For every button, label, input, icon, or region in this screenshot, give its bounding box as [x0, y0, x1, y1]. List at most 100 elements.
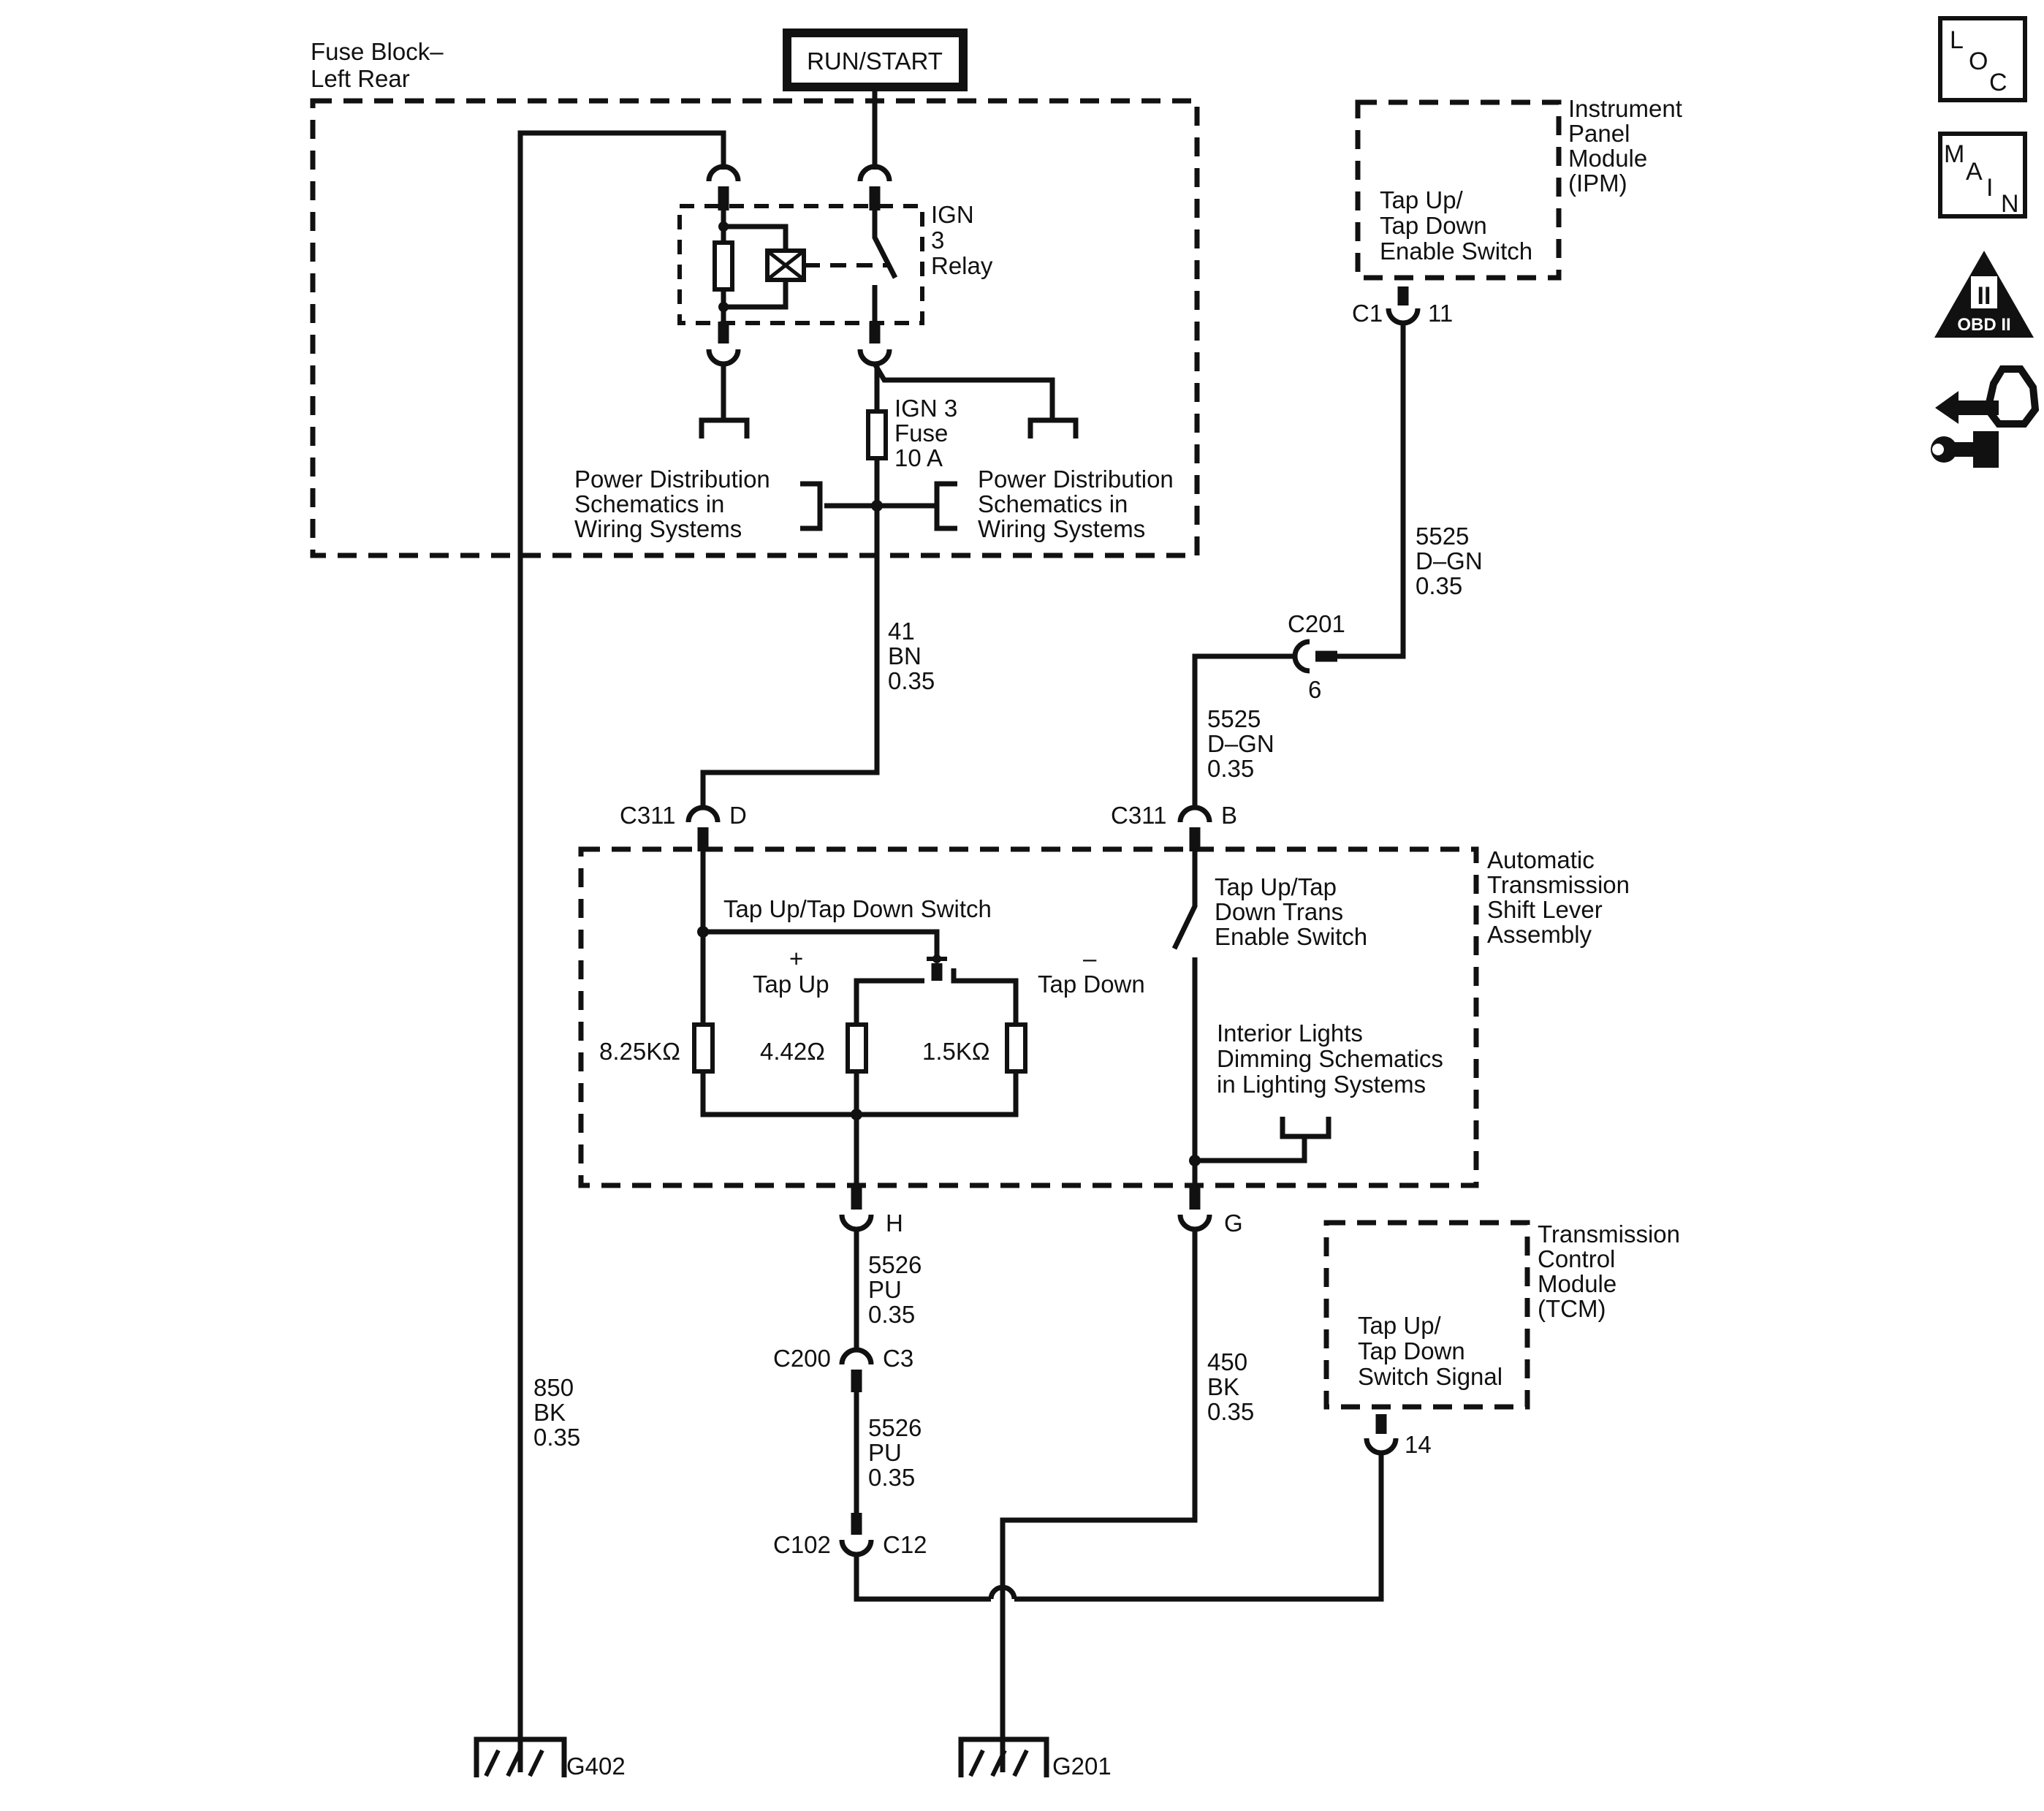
obd-ii-icon[interactable]: II OBD II: [1934, 251, 2034, 338]
pd-right-top-bracket: [1027, 417, 1079, 438]
tap-up-plus: +: [789, 945, 803, 972]
c311-d-pin-label: D: [729, 802, 747, 829]
pin-g-label: G: [1224, 1210, 1243, 1237]
svg-text:0.35: 0.35: [868, 1301, 915, 1328]
svg-text:BK: BK: [1207, 1373, 1239, 1400]
c102-connector: [839, 1539, 874, 1557]
svg-text:41: 41: [888, 618, 915, 645]
ground-g201-label: G201: [1052, 1753, 1112, 1780]
svg-text:450: 450: [1207, 1348, 1247, 1375]
enable-switch: [1171, 851, 1198, 950]
svg-text:Instrument: Instrument: [1568, 95, 1682, 122]
svg-text:0.35: 0.35: [1416, 572, 1462, 599]
svg-text:Tap Up/: Tap Up/: [1358, 1312, 1442, 1339]
svg-text:Tap Up/Tap: Tap Up/Tap: [1215, 873, 1337, 900]
relay-left-top-terminal: [706, 164, 741, 182]
svg-text:Dimming Schematics: Dimming Schematics: [1217, 1045, 1443, 1072]
ground-g402-icon: [474, 1736, 567, 1777]
svg-text:RUN/START: RUN/START: [807, 48, 943, 75]
shift-lever-label: Automatic Transmission Shift Lever Assem…: [1487, 846, 1630, 948]
relay-right-top-terminal: [857, 164, 892, 182]
main-icon[interactable]: M A I N: [1938, 132, 2027, 219]
svg-text:Fuse Block–: Fuse Block–: [311, 38, 444, 65]
pd-left-ground-bracket: [699, 417, 750, 438]
svg-text:(TCM): (TCM): [1538, 1295, 1606, 1322]
pin-h-connector: [839, 1214, 874, 1232]
svg-text:O: O: [1969, 48, 1988, 75]
svg-text:Schematics in: Schematics in: [978, 490, 1128, 517]
resistor-1.5k: [1005, 1022, 1027, 1074]
resistor-1.5k-label: 1.5KΩ: [922, 1038, 990, 1065]
pd-left-bracket: [800, 481, 823, 531]
loc-icon[interactable]: L O C: [1938, 16, 2027, 102]
svg-text:A: A: [1966, 158, 1983, 186]
svg-text:Down Trans: Down Trans: [1215, 898, 1343, 925]
c311-b-label: C311: [1111, 802, 1166, 829]
svg-text:BN: BN: [888, 642, 922, 669]
svg-text:5525: 5525: [1207, 705, 1261, 732]
svg-text:C: C: [1989, 69, 2007, 96]
svg-text:M: M: [1944, 140, 1964, 168]
c200-label: C200: [773, 1345, 831, 1372]
resistor-8.25k: [692, 1022, 715, 1074]
shift-lever-outline: [578, 846, 1479, 1188]
svg-text:Tap Down: Tap Down: [1380, 212, 1487, 239]
wire-5526-a-label: 5526 PU 0.35: [868, 1251, 922, 1328]
svg-text:0.35: 0.35: [533, 1424, 580, 1451]
svg-text:Tap Up/: Tap Up/: [1380, 186, 1464, 213]
tap-switch-title: Tap Up/Tap Down Switch: [723, 895, 992, 922]
ground-g402-label: G402: [566, 1753, 626, 1780]
c311-d-label: C311: [620, 802, 675, 829]
tap-down-label: Tap Down: [1038, 971, 1145, 998]
tcm-pin-14-label: 14: [1405, 1431, 1432, 1458]
ipm-switch-label: Tap Up/ Tap Down Enable Switch: [1380, 186, 1532, 265]
c201-connector: [1292, 639, 1310, 674]
svg-text:Power Distribution: Power Distribution: [574, 466, 770, 493]
dimming-bracket: [1280, 1117, 1331, 1139]
pd-left-label: Power Distribution Schematics in Wiring …: [574, 466, 770, 542]
tap-down-minus: –: [1083, 945, 1097, 972]
svg-text:Relay: Relay: [931, 252, 993, 279]
svg-text:D–GN: D–GN: [1207, 730, 1274, 757]
resistor-4.42-label: 4.42Ω: [760, 1038, 825, 1065]
wire-5525-mid-route: [1192, 653, 1295, 808]
wire-41-label: 41 BN 0.35: [888, 618, 935, 694]
svg-text:Interior Lights: Interior Lights: [1217, 1020, 1363, 1047]
run-start-label: RUN/START: [783, 29, 968, 91]
relay-diode-resistor: [713, 240, 734, 292]
wire-450-label: 450 BK 0.35: [1207, 1348, 1254, 1425]
ipm-c1-connector: [1386, 308, 1421, 326]
svg-text:IGN: IGN: [931, 201, 974, 228]
ign3-fuse: [866, 409, 888, 460]
svg-text:Module: Module: [1568, 145, 1647, 172]
enable-switch-label: Tap Up/Tap Down Trans Enable Switch: [1215, 873, 1367, 950]
svg-text:Assembly: Assembly: [1487, 921, 1592, 948]
wire-5525-top-label: 5525 D–GN 0.35: [1416, 523, 1483, 599]
svg-text:3: 3: [931, 227, 944, 254]
c311-b-connector: [1177, 805, 1212, 823]
wire-5526-b-label: 5526 PU 0.35: [868, 1414, 922, 1491]
c102-label: C102: [773, 1531, 831, 1558]
wire-41-route: [700, 458, 880, 808]
ipm-label: Instrument Panel Module (IPM): [1568, 95, 1682, 197]
relay-right-bottom-terminal: [857, 349, 892, 367]
svg-text:N: N: [2001, 190, 2019, 218]
svg-text:Wiring Systems: Wiring Systems: [574, 515, 742, 542]
dimming-label: Interior Lights Dimming Schematics in Li…: [1217, 1020, 1443, 1098]
wire-5525-mid-label: 5525 D–GN 0.35: [1207, 705, 1274, 782]
svg-text:0.35: 0.35: [1207, 1398, 1254, 1425]
svg-text:Switch Signal: Switch Signal: [1358, 1363, 1502, 1390]
fuse-block-outline: [310, 98, 1200, 558]
diagnostic-arrows-wrench-icon[interactable]: [1931, 365, 2040, 468]
tcm-pin-14-connector: [1364, 1438, 1399, 1456]
svg-text:10 A: 10 A: [894, 444, 943, 471]
svg-text:0.35: 0.35: [1207, 755, 1254, 782]
svg-text:Wiring Systems: Wiring Systems: [978, 515, 1145, 542]
relay-contact-switch: [872, 210, 898, 279]
fuse-block-title: Fuse Block– Left Rear: [311, 38, 444, 92]
svg-text:Transmission: Transmission: [1538, 1220, 1680, 1248]
svg-text:Left Rear: Left Rear: [311, 65, 410, 92]
wire-450-route: [1000, 1229, 1198, 1772]
